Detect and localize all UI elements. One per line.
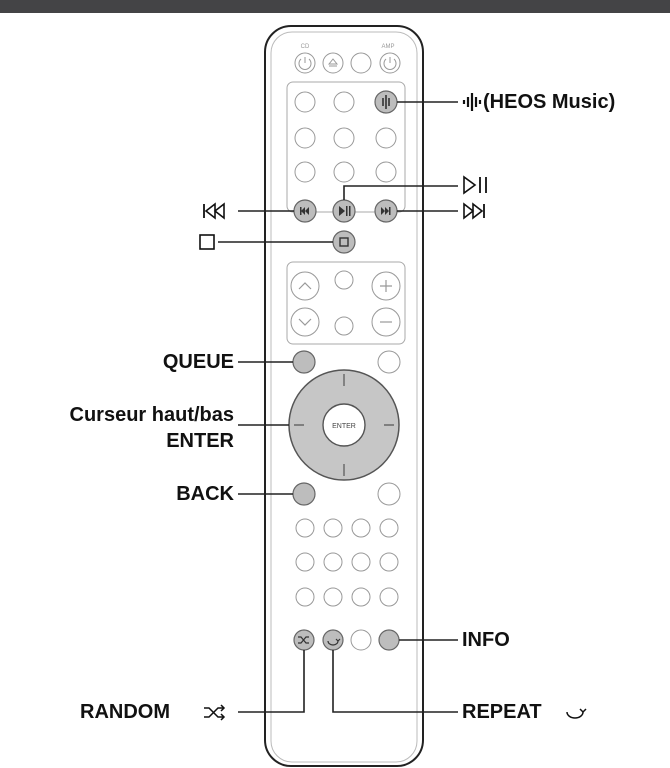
skip-forward-icon xyxy=(462,201,490,226)
input-down-button[interactable] xyxy=(290,307,320,337)
repeat-button[interactable] xyxy=(322,629,344,651)
number-button-clear[interactable] xyxy=(379,587,399,607)
repeat-icon xyxy=(563,703,587,726)
leader-lines xyxy=(218,101,458,713)
source-button-8[interactable] xyxy=(333,161,355,183)
dimmer-button[interactable] xyxy=(350,629,372,651)
back-button[interactable] xyxy=(292,482,316,506)
option-button[interactable] xyxy=(377,350,401,374)
queue-button[interactable] xyxy=(292,350,316,374)
play-pause-icon xyxy=(462,175,490,200)
label-cd: CD xyxy=(301,44,310,50)
source-button-9[interactable] xyxy=(375,161,397,183)
cursor-ticks xyxy=(294,374,394,476)
source-button-1[interactable] xyxy=(294,91,316,113)
enter-button[interactable] xyxy=(322,403,366,447)
source-button-2[interactable] xyxy=(333,91,355,113)
number-button-5[interactable] xyxy=(295,552,315,572)
number-pad xyxy=(295,518,399,607)
random-label: RANDOM xyxy=(80,701,170,723)
info-button[interactable] xyxy=(378,629,400,651)
shuffle-icon xyxy=(202,702,228,727)
number-button-8[interactable] xyxy=(379,552,399,572)
back-label: BACK xyxy=(176,483,234,505)
source-button-4[interactable] xyxy=(294,127,316,149)
volume-group xyxy=(286,261,406,345)
cursor-label-line1: Curseur haut/bas xyxy=(69,404,234,426)
stop-icon xyxy=(198,233,216,256)
number-button-1[interactable] xyxy=(295,518,315,538)
source-button-7[interactable] xyxy=(294,161,316,183)
number-button-plus10[interactable] xyxy=(351,587,371,607)
remote-body-inner xyxy=(270,31,418,763)
label-amp: AMP xyxy=(381,44,394,50)
input-up-button[interactable] xyxy=(290,271,320,301)
queue-label: QUEUE xyxy=(162,351,234,373)
source-button-5[interactable] xyxy=(333,127,355,149)
cursor-label-line2: ENTER xyxy=(166,430,234,452)
skip-back-icon xyxy=(200,201,228,226)
setup-button[interactable] xyxy=(377,482,401,506)
number-button-3[interactable] xyxy=(351,518,371,538)
number-button-4[interactable] xyxy=(379,518,399,538)
volume-glyphs xyxy=(298,280,392,326)
info-label: INFO xyxy=(462,629,510,651)
heos-button-glyph xyxy=(382,95,390,109)
repeat-label: REPEAT xyxy=(462,701,542,723)
number-button-2[interactable] xyxy=(323,518,343,538)
number-button-6[interactable] xyxy=(323,552,343,572)
transport-glyphs xyxy=(300,206,391,216)
mute-button[interactable] xyxy=(334,316,354,336)
bottom-row-glyphs xyxy=(298,636,341,646)
number-button-7[interactable] xyxy=(351,552,371,572)
eject-button[interactable] xyxy=(322,52,344,74)
heos-music-label: (HEOS Music) xyxy=(483,91,616,113)
enter-button-label: ENTER xyxy=(332,423,356,430)
stop-button-glyph xyxy=(339,237,349,247)
number-button-9[interactable] xyxy=(295,587,315,607)
source-button-6[interactable] xyxy=(375,127,397,149)
number-button-0[interactable] xyxy=(323,587,343,607)
stop-button[interactable] xyxy=(332,230,356,254)
header-bar xyxy=(0,0,670,13)
sleep-button[interactable] xyxy=(350,52,372,74)
heos-icon xyxy=(462,91,482,118)
center-top-button[interactable] xyxy=(334,270,354,290)
